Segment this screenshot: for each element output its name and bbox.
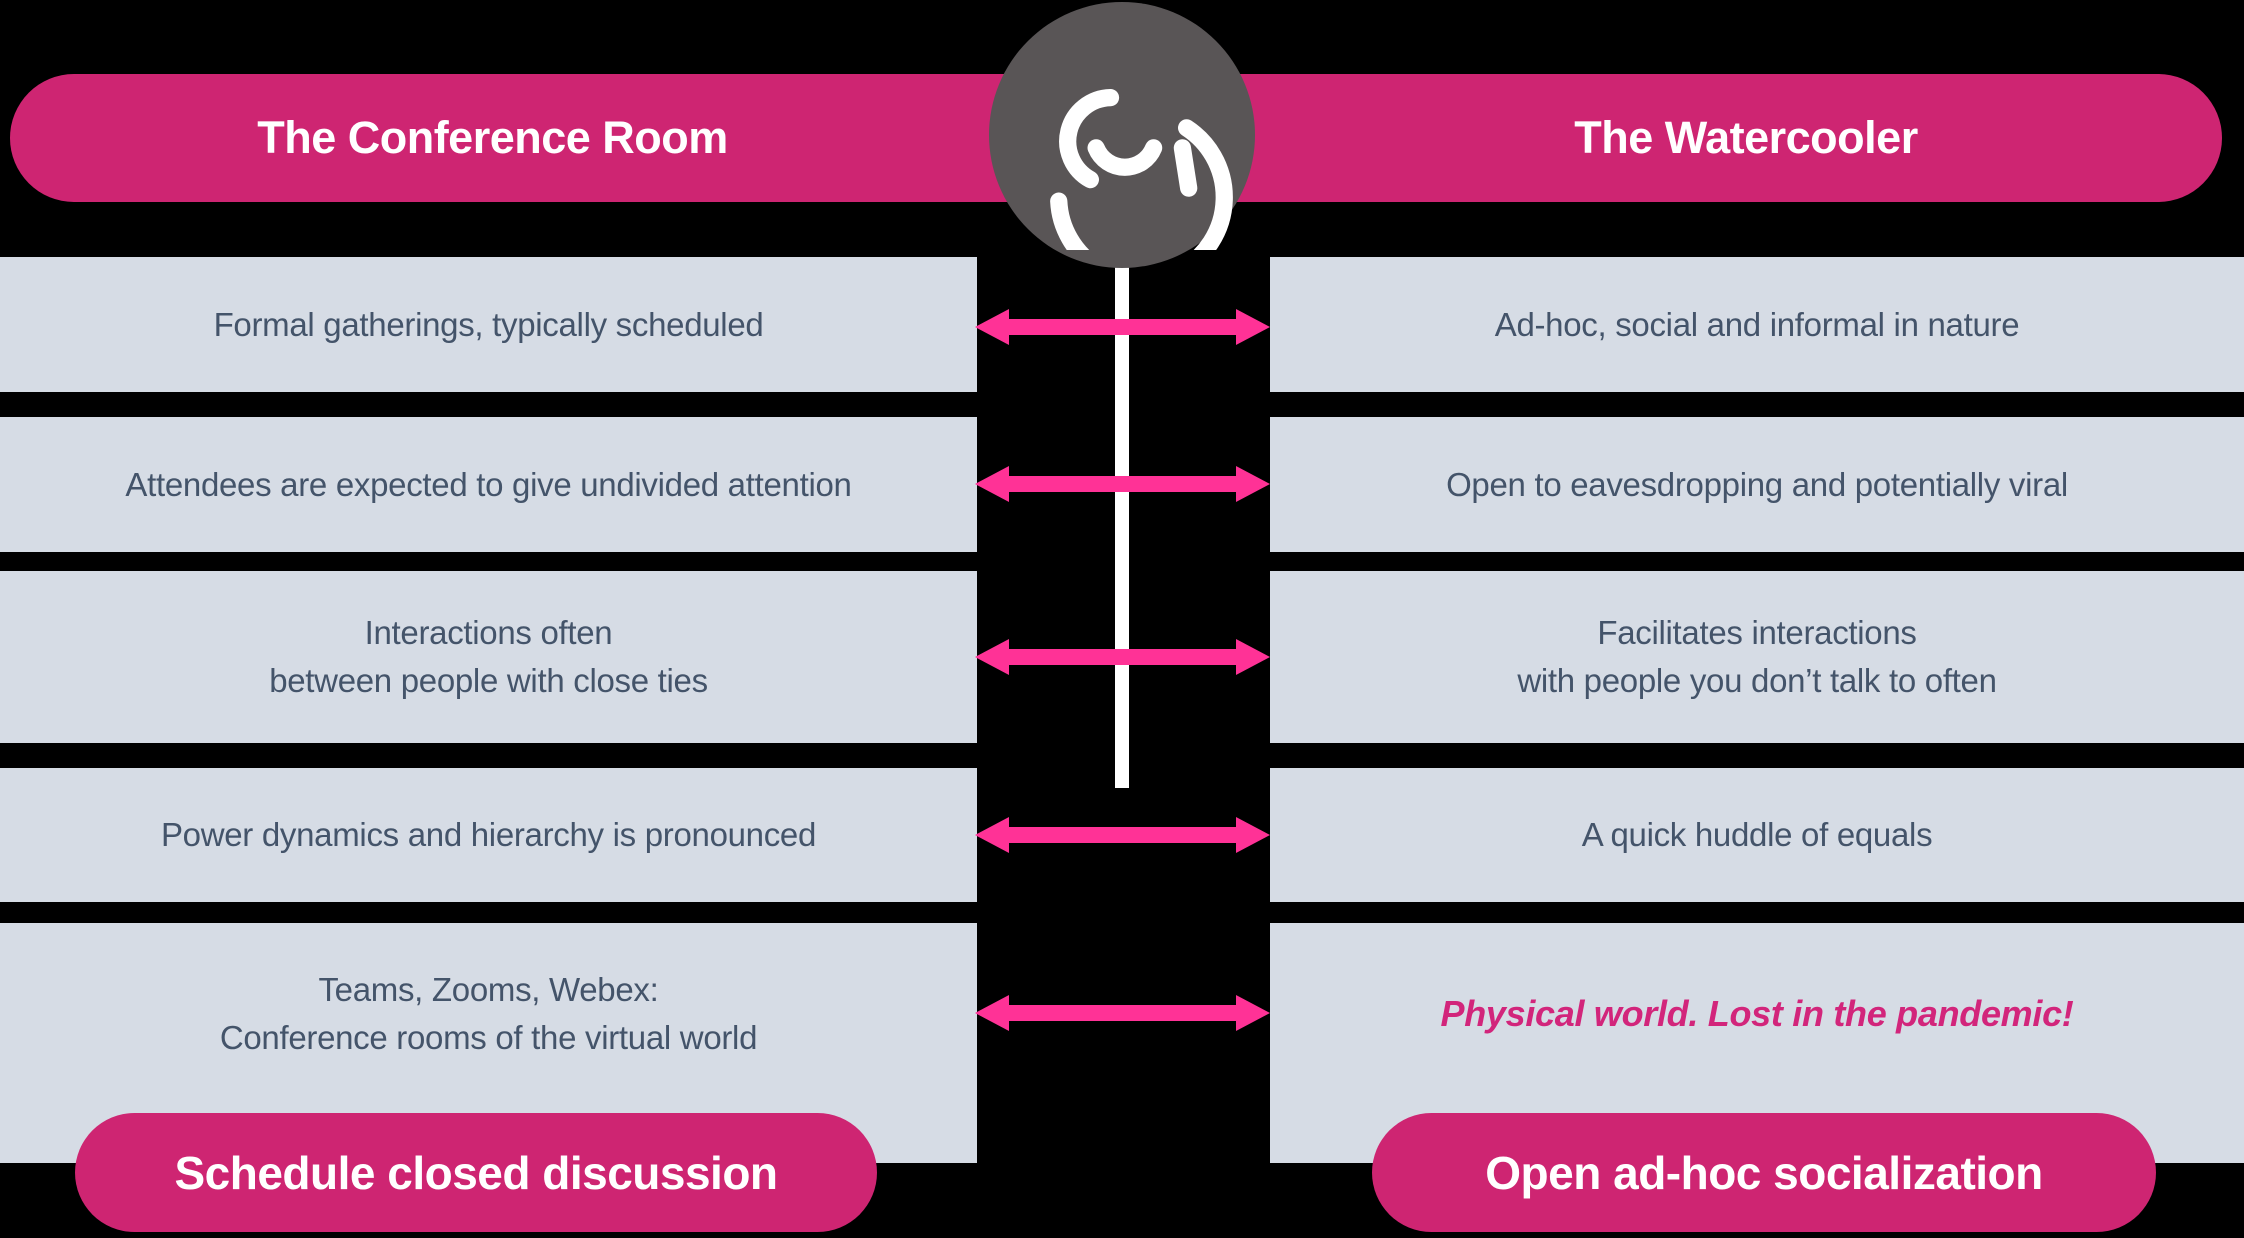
watercooler-row-4: A quick huddle of equals — [1270, 768, 2244, 902]
row-text: Ad-hoc, social and informal in nature — [1494, 305, 2020, 343]
watercooler-footer-pill: Open ad-hoc socialization — [1372, 1113, 2156, 1232]
compare-arrow-1 — [975, 309, 1270, 345]
arrow-shaft — [997, 827, 1248, 843]
watercooler-row-1: Ad-hoc, social and informal in nature — [1270, 257, 2244, 392]
pill-label: Schedule closed discussion — [174, 1146, 778, 1199]
arrowhead-right-icon — [1236, 309, 1270, 345]
header-title-right: The Watercooler — [1574, 112, 1918, 163]
row-text: Teams, Zooms, Webex: Conference rooms of… — [219, 971, 758, 1056]
compare-arrow-4 — [975, 817, 1270, 853]
row-text: A quick huddle of equals — [1581, 816, 1933, 854]
header-bar-right — [1122, 74, 2222, 202]
row-text: Attendees are expected to give undivided… — [125, 465, 852, 503]
row-text: Open to eavesdropping and potentially vi… — [1446, 465, 2068, 503]
conference-row-2: Attendees are expected to give undivided… — [0, 417, 977, 552]
header-bar-left — [10, 74, 1122, 202]
arrowhead-right-icon — [1236, 639, 1270, 675]
pill-label: Open ad-hoc socialization — [1485, 1146, 2043, 1199]
compare-arrow-5 — [975, 995, 1270, 1031]
watercooler-row-3: Facilitates interactions with people you… — [1270, 571, 2244, 743]
arrowhead-right-icon — [1236, 466, 1270, 502]
center-divider-line — [1115, 135, 1129, 788]
arrow-shaft — [997, 319, 1248, 335]
row-text: Power dynamics and hierarchy is pronounc… — [160, 816, 817, 854]
arrowhead-right-icon — [1236, 995, 1270, 1031]
row-text: Interactions often between people with c… — [269, 614, 708, 699]
logo-badge — [989, 2, 1255, 268]
compare-arrow-2 — [975, 466, 1270, 502]
row-text: Facilitates interactions with people you… — [1517, 614, 1997, 699]
compare-arrow-3 — [975, 639, 1270, 675]
conference-footer-pill: Schedule closed discussion — [75, 1113, 877, 1232]
row-text: Formal gatherings, typically scheduled — [213, 305, 764, 343]
header-title-left: The Conference Room — [257, 112, 728, 163]
conference-row-4: Power dynamics and hierarchy is pronounc… — [0, 768, 977, 902]
arrow-shaft — [997, 476, 1248, 492]
arrow-shaft — [997, 1005, 1248, 1021]
arrowhead-right-icon — [1236, 817, 1270, 853]
arrow-shaft — [997, 649, 1248, 665]
highlight-text: Physical world. Lost in the pandemic! — [1440, 992, 2074, 1034]
airmeet-logo-icon — [1050, 89, 1233, 250]
conference-row-3: Interactions often between people with c… — [0, 571, 977, 743]
watercooler-row-2: Open to eavesdropping and potentially vi… — [1270, 417, 2244, 552]
conference-row-1: Formal gatherings, typically scheduled — [0, 257, 977, 392]
